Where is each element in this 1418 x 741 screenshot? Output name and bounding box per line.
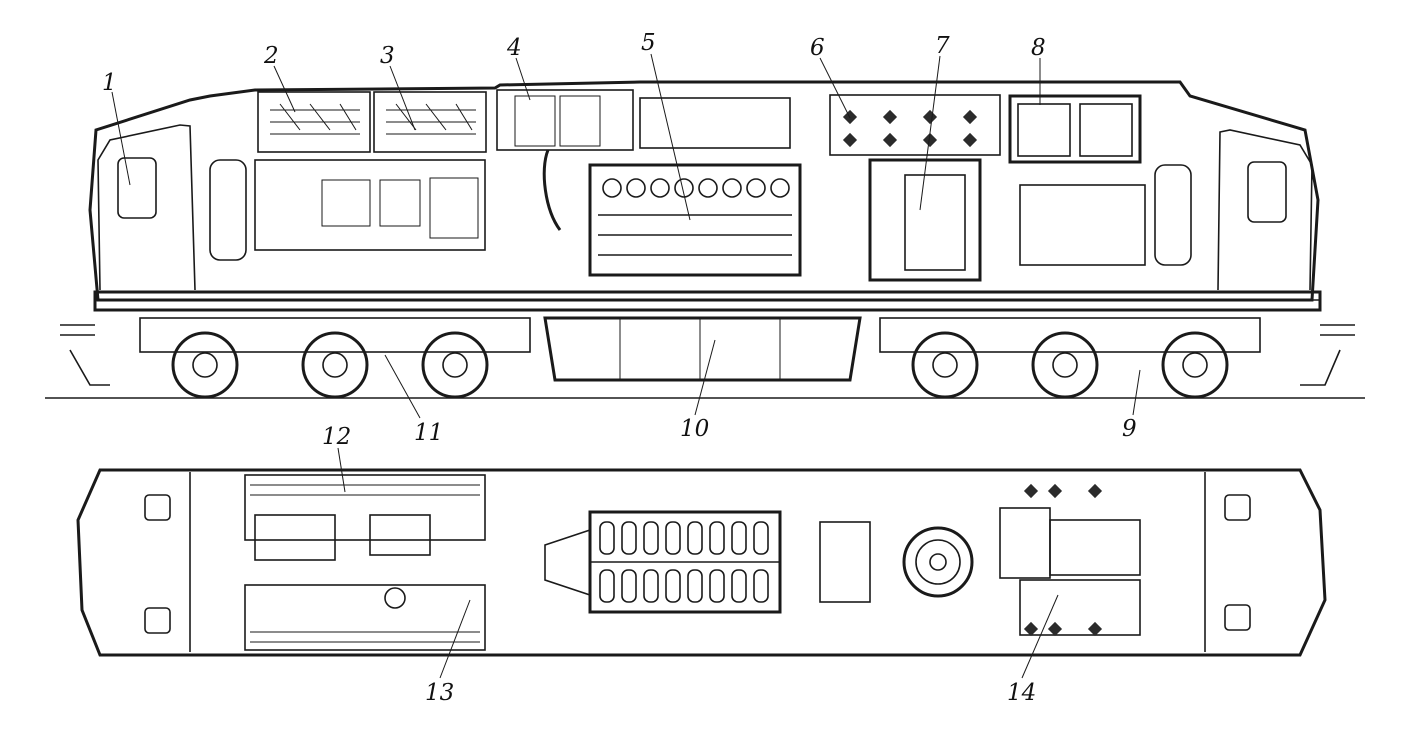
turbocharger (544, 528, 591, 597)
callout-1: 1 (102, 70, 117, 96)
callout-6: 6 (810, 35, 825, 61)
aux-unit-c (1019, 579, 1141, 636)
engine-blocks (598, 214, 792, 256)
bogie-right (879, 317, 1261, 399)
generator-housing (904, 174, 966, 271)
radiator-2-fins (270, 103, 360, 135)
leader-11 (384, 354, 421, 419)
body-outline (88, 80, 1320, 302)
leader-13 (439, 599, 471, 679)
cab-right (1217, 129, 1313, 291)
radiator-8 (1008, 94, 1142, 164)
side-view: 1 2 3 4 5 6 7 8 9 10 11 (45, 30, 1365, 446)
plan-body-outline (76, 468, 1327, 657)
side-door-right (1154, 164, 1192, 266)
generator-ring-outer (902, 526, 974, 598)
callout-9: 9 (1122, 416, 1137, 442)
leader-5 (650, 53, 691, 221)
callout-3: 3 (380, 43, 395, 69)
leader-6 (819, 57, 851, 119)
rectifier-block (369, 514, 431, 556)
contactor-block (254, 514, 336, 561)
coupler-left (60, 324, 110, 386)
block-4-cell-b (559, 95, 601, 147)
plan-coupling (819, 521, 871, 603)
radiator-2 (257, 91, 371, 153)
radiator-8-cell-a (1017, 103, 1071, 157)
aux-unit-a (999, 507, 1051, 579)
generator-ring-inner (915, 539, 961, 585)
coupler-right (1300, 324, 1355, 386)
seat-right-a (1224, 494, 1251, 521)
compressor-unit (1019, 184, 1146, 266)
radiator-3 (373, 91, 487, 153)
seat-left-a (144, 494, 171, 521)
callout-5: 5 (641, 30, 656, 56)
hv-chamber-upper (244, 474, 486, 541)
main-frame (93, 290, 1322, 312)
cabinet-panel-a (321, 179, 371, 227)
cab-right-window (1247, 161, 1287, 223)
leader-9 (1132, 369, 1141, 416)
blower-motor (384, 587, 406, 609)
callout-4: 4 (506, 35, 522, 61)
air-intake-box (639, 97, 791, 149)
cabinet-panel-b (379, 179, 421, 227)
seat-left-b (144, 607, 171, 634)
cab-left-window (117, 157, 157, 219)
generator-hub (929, 553, 947, 571)
fuel-tank (543, 316, 862, 382)
callout-13: 13 (425, 680, 454, 706)
seat-right-b (1224, 604, 1251, 631)
plan-view: 12 13 14 (76, 424, 1327, 706)
leader-3 (389, 65, 416, 131)
callout-12: 12 (322, 424, 351, 450)
leader-12 (337, 447, 346, 493)
exhaust-pipe (542, 149, 562, 231)
aux-unit-b (1049, 519, 1141, 576)
callout-14: 14 (1007, 680, 1036, 706)
leader-14 (1021, 594, 1059, 679)
callout-7: 7 (935, 33, 950, 59)
hv-chamber-grid (250, 484, 480, 643)
leader-1 (111, 91, 131, 186)
leader-4 (515, 57, 531, 101)
side-door-left (209, 159, 247, 261)
block-4 (496, 89, 634, 151)
radiator-8-cell-b (1079, 103, 1133, 157)
leader-7 (919, 55, 941, 211)
radiator-6-fans (842, 109, 978, 148)
callout-10: 10 (680, 416, 709, 442)
callout-2: 2 (263, 43, 279, 69)
leader-10 (694, 339, 716, 416)
radiator-6 (829, 94, 1001, 156)
plan-cylinders (599, 521, 769, 603)
hv-chamber-lower (244, 584, 486, 651)
cabinet-panel-c (429, 177, 479, 239)
callout-11: 11 (414, 420, 443, 446)
radiator-3-fins (386, 103, 476, 135)
callout-8: 8 (1031, 35, 1046, 61)
cab-left (97, 124, 196, 291)
block-4-cell-a (514, 95, 556, 147)
fuel-tank-sections (619, 318, 781, 380)
electrical-cabinet (254, 159, 486, 251)
traction-generator (868, 158, 982, 282)
diesel-engine (588, 163, 802, 277)
leader-2 (273, 65, 296, 113)
engine-cylinders (602, 178, 790, 198)
bogie-left (139, 317, 531, 399)
plan-fan-marks (1023, 483, 1103, 637)
